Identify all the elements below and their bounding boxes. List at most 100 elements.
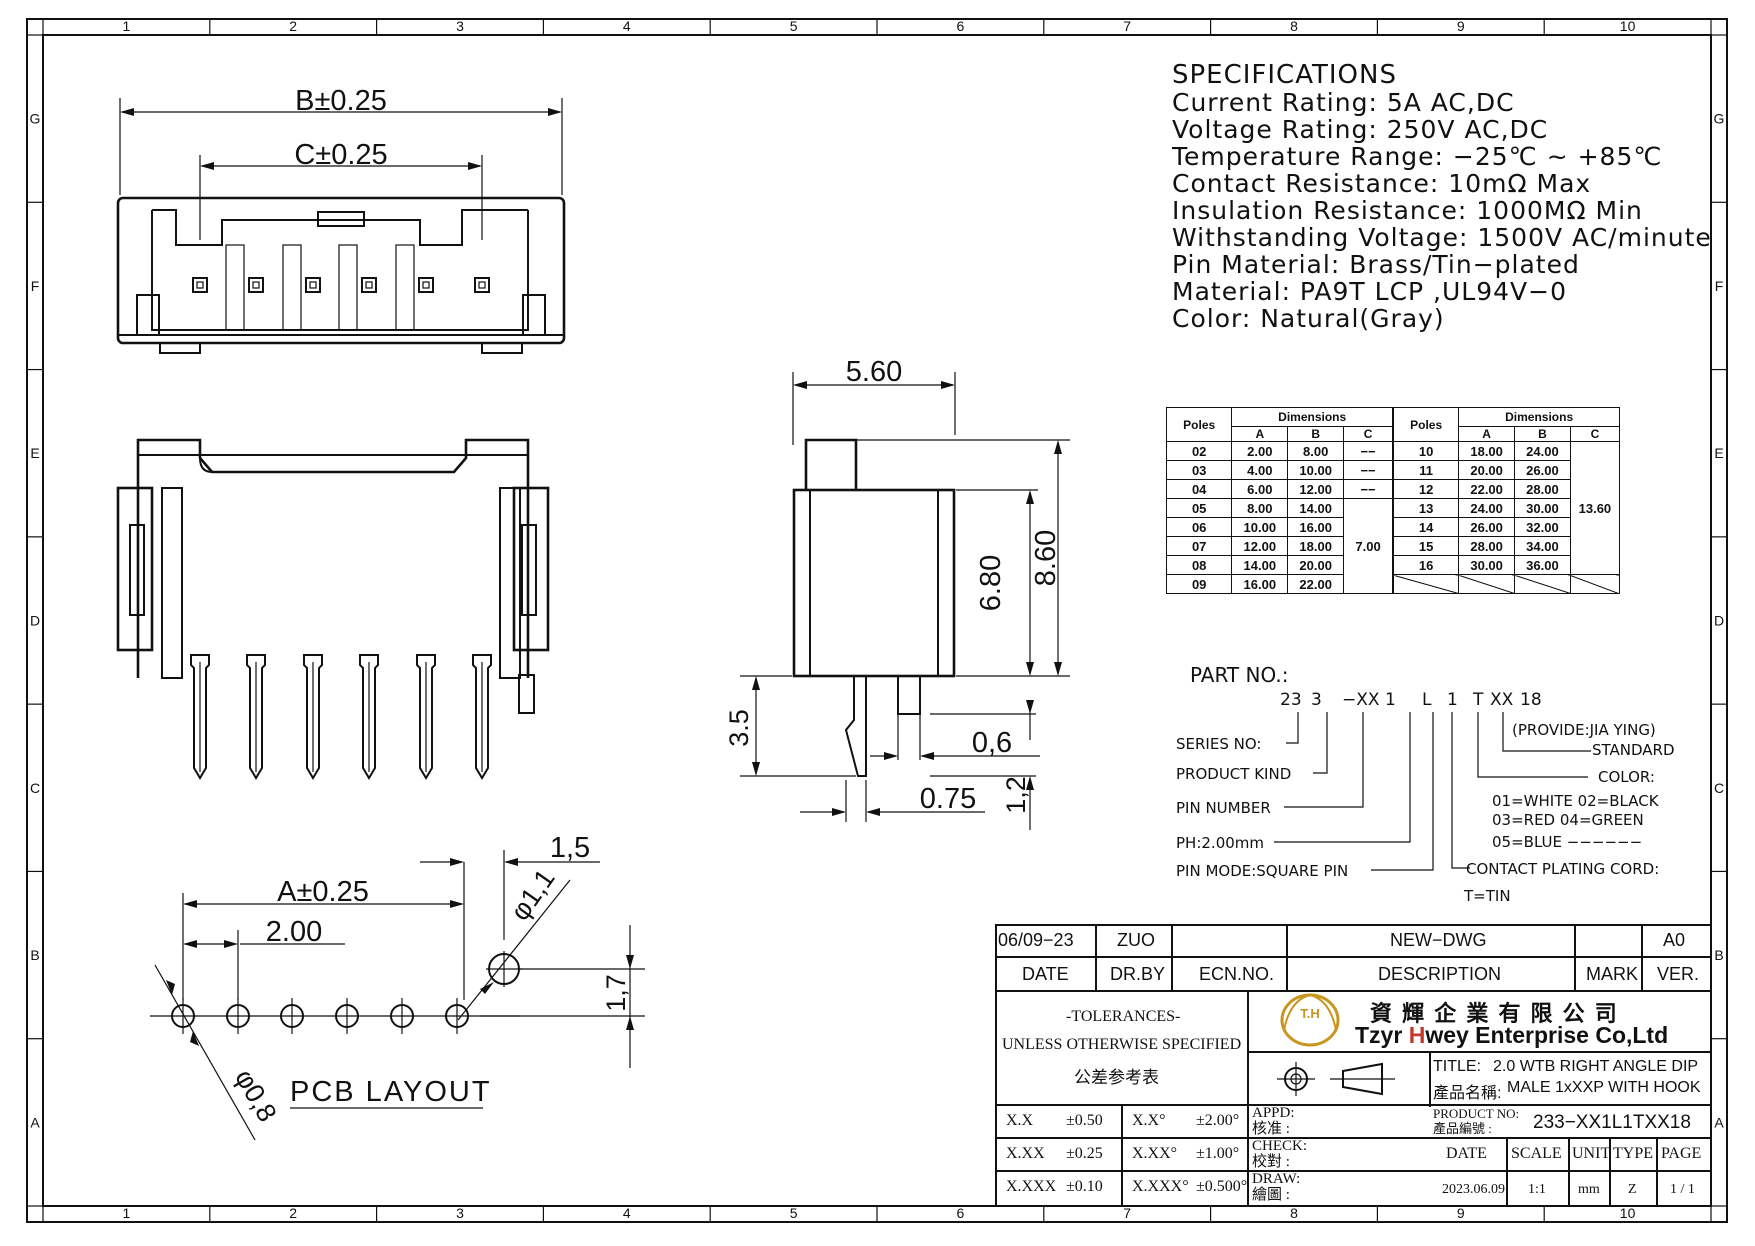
header-date: DATE [1022,964,1069,984]
cell-poles: 06 [1165,517,1233,537]
pcb-layout-title: PCB LAYOUT [290,1076,492,1108]
frame-col-label: 7 [1123,18,1131,34]
pcb-holes [171,998,469,1034]
front-pin [416,654,436,780]
pin-slot [361,277,377,293]
cell-c: −− [1343,479,1393,499]
cell-a: 2.00 [1231,441,1289,461]
cell-poles: 02 [1165,441,1233,461]
rev-date: 06/09−23 [998,930,1074,950]
empty-cell [1569,574,1621,594]
cell-b: 26.00 [1514,460,1571,480]
title-value: 2.0 WTB RIGHT ANGLE DIP [1493,1058,1699,1075]
part-code-segment: XX [1490,690,1514,710]
cell-a: 22.00 [1458,479,1516,499]
tolerance-cell-b: ±0.10 [1066,1178,1103,1195]
front-pin [303,654,323,780]
frame-col-label: 6 [957,1205,965,1221]
cell-a: 18.00 [1458,441,1516,461]
tolerance-cell-b: ±0.50 [1066,1112,1103,1129]
cell-b: 14.00 [1287,498,1345,518]
tolerance-cell-d: ±0.500° [1196,1178,1248,1195]
frame-row-label: G [1714,111,1725,127]
company-name-cn: 資 輝 企 業 有 限 公 司 [1370,1001,1619,1026]
footer-scale-label: SCALE [1511,1145,1562,1162]
frame-row-label: E [1714,445,1723,461]
frame-col-label: 4 [623,18,631,34]
cell-poles: 13 [1392,498,1460,518]
frame-ticks [27,19,1727,1222]
cell-c: −− [1343,460,1393,480]
label-color-3: 05=BLUE −−−−−− [1492,833,1643,851]
tolerance-cn: 公差参考表 [1074,1068,1159,1087]
tolerance-title: -TOLERANCES- [1066,1008,1181,1025]
company-name-part: wey Enterprise Co,Ltd [1425,1022,1669,1048]
rev-desc: NEW−DWG [1390,930,1487,950]
title-cn-label: 產品名稱: [1433,1085,1502,1102]
cell-poles: 05 [1165,498,1233,518]
label-plating: CONTACT PLATING CORD: [1466,860,1660,878]
rev-ver: A0 [1663,930,1686,950]
col-b-header: B [1514,426,1571,442]
label-series: SERIES NO: [1176,735,1262,753]
cell-a: 20.00 [1458,460,1516,480]
frame-col-label: 9 [1457,1205,1465,1221]
company-logo-icon: T.H [1280,993,1340,1047]
frame-row-label: G [30,111,41,127]
empty-cell [1514,574,1571,594]
slot-divider [282,244,302,331]
pin-slots [192,244,490,331]
frame-row-label: A [30,1114,40,1130]
table-row-empty [1392,574,1621,594]
pin-slot-inner [365,281,373,289]
frame-col-label: 10 [1620,1205,1636,1221]
frame-col-label: 9 [1457,18,1465,34]
cell-poles: 15 [1392,536,1460,556]
cell-a: 30.00 [1458,555,1516,575]
tolerance-cell-a: X.XX [1006,1145,1045,1162]
dim-15-label: 1,5 [550,832,590,864]
check-cn: 校對 : [1252,1154,1290,1170]
cell-c: −− [1343,441,1393,461]
part-code-segment: 23 [1280,690,1302,710]
dimensions-header: Dimensions [1458,407,1620,427]
spec-line: Material: PA9T LCP ,UL94V−0 [1172,277,1567,306]
cell-poles: 11 [1392,460,1460,480]
part-code-segment: L [1422,690,1432,710]
tolerance-cell-c: X.X° [1132,1112,1166,1129]
pin-slot-inner [478,281,486,289]
footer-type-value: Z [1628,1182,1637,1197]
pin-slot [192,277,208,293]
label-standard: STANDARD [1592,741,1675,759]
footer-page-value: 1 / 1 [1670,1182,1695,1197]
title-value-2: MALE 1xXXP WITH HOOK [1507,1079,1701,1096]
cell-a: 10.00 [1231,517,1289,537]
company-name-part: H [1408,1022,1426,1048]
pin-slot [474,277,490,293]
dim-075-label: 0.75 [920,783,976,815]
cell-b: 30.00 [1514,498,1571,518]
draw-label: DRAW:繪圖 : [1252,1171,1300,1203]
part-code-segment: 18 [1520,690,1542,710]
cell-b: 16.00 [1287,517,1345,537]
cell-a: 4.00 [1231,460,1289,480]
dim-phi11-label: φ1,1 [505,864,561,926]
footer-date-label: DATE [1446,1145,1487,1162]
spec-line: Pin Material: Brass/Tin−plated [1172,250,1580,279]
front-pin [359,654,379,780]
pcb-layout: A±0.25 2.00 1,5 φ1,1 1,7 φ0,8 PCB LAYOUT [150,832,645,1141]
frame-row-label: D [30,613,40,629]
specifications-title: SPECIFICATIONS [1172,60,1397,90]
part-code-segment: 1 [1385,690,1396,710]
cell-a: 12.00 [1231,536,1289,556]
label-ph: PH:2.00mm [1176,834,1265,852]
